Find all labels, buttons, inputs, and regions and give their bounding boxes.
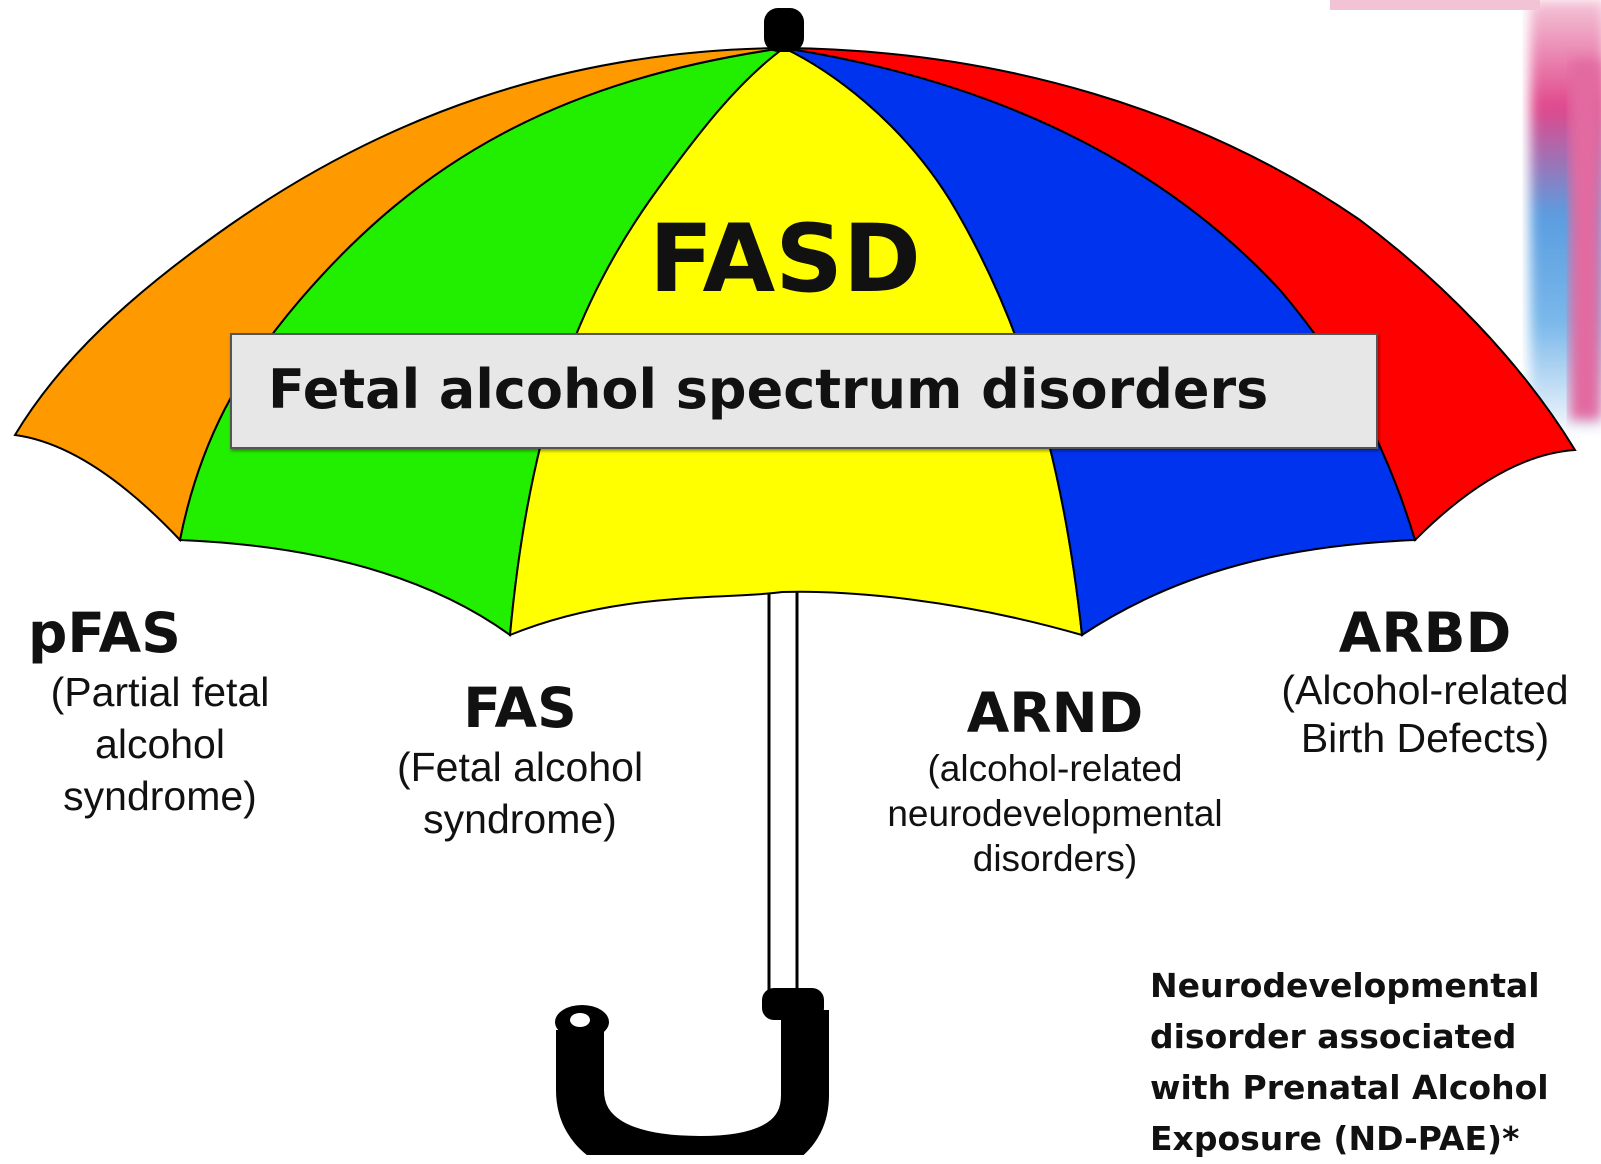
nd-pae-note: Neurodevelopmental disorder associated w… [1150, 960, 1580, 1164]
category-description: (alcohol-related neurodevelopmental diso… [880, 746, 1230, 881]
category-description: (Alcohol-related Birth Defects) [1270, 666, 1580, 762]
description-line: (Partial fetal [25, 666, 295, 718]
category-abbr: pFAS [25, 600, 295, 666]
note-line: with Prenatal Alcohol [1150, 1062, 1580, 1113]
description-line: (Fetal alcohol [375, 741, 665, 793]
category-description: (Partial fetal alcohol syndrome) [25, 666, 295, 822]
note-line: Neurodevelopmental [1150, 960, 1580, 1011]
banner-text: Fetal alcohol spectrum disorders [268, 357, 1268, 423]
diagram-title: FASD [640, 205, 930, 315]
umbrella-shaft [769, 560, 797, 990]
category-abbr: ARBD [1270, 600, 1580, 666]
category-abbr: ARND [880, 680, 1230, 746]
category-pfas: pFAS (Partial fetal alcohol syndrome) [25, 600, 295, 822]
description-line: syndrome) [25, 770, 295, 822]
description-line: neurodevelopmental [880, 791, 1230, 836]
umbrella-handle [555, 988, 824, 1155]
note-line: Exposure (ND-PAE)* [1150, 1113, 1580, 1164]
umbrella-tip [764, 8, 804, 52]
description-line: (alcohol-related [880, 746, 1230, 791]
description-line: disorders) [880, 836, 1230, 881]
category-fas: FAS (Fetal alcohol syndrome) [375, 675, 665, 845]
description-line: (Alcohol-related [1270, 666, 1580, 714]
category-arnd: ARND (alcohol-related neurodevelopmental… [880, 680, 1230, 881]
description-line: syndrome) [375, 793, 665, 845]
title-banner: Fetal alcohol spectrum disorders [230, 333, 1378, 449]
description-line: alcohol [25, 718, 295, 770]
category-abbr: FAS [375, 675, 665, 741]
category-description: (Fetal alcohol syndrome) [375, 741, 665, 845]
note-line: disorder associated [1150, 1011, 1580, 1062]
description-line: Birth Defects) [1270, 714, 1580, 762]
category-arbd: ARBD (Alcohol-related Birth Defects) [1270, 600, 1580, 762]
